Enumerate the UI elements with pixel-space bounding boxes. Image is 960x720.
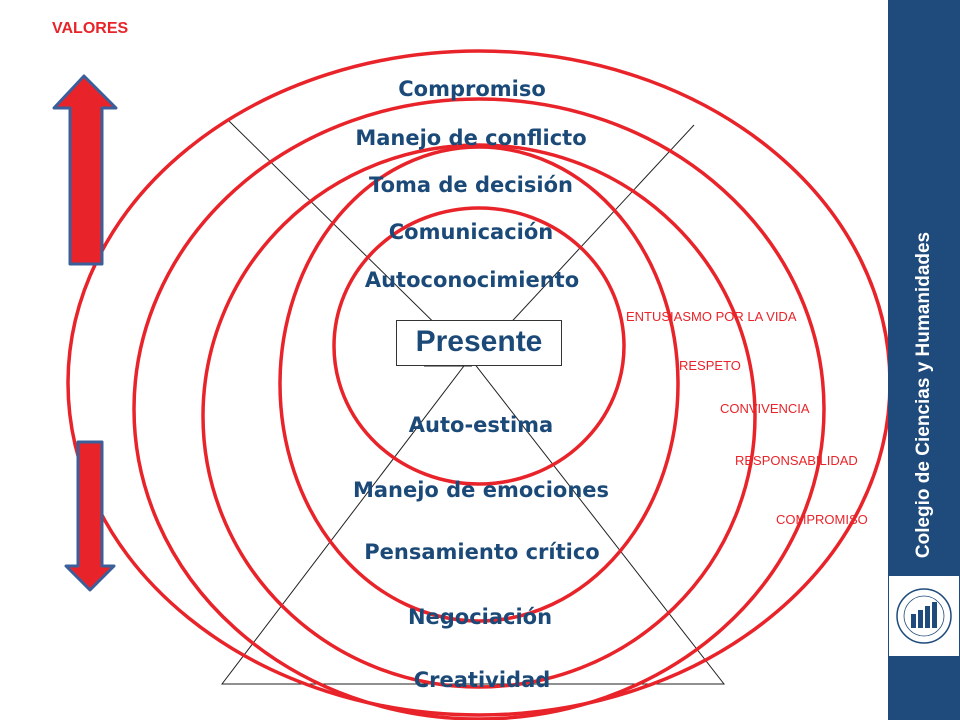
circle-ring-3	[201, 143, 757, 689]
circle-ring-2	[278, 145, 680, 623]
diagonal-line-right	[477, 124, 695, 359]
skill-label-manejo-conflicto: Manejo de conflicto	[355, 126, 587, 150]
skill-label-compromiso: Compromiso	[398, 77, 546, 101]
cch-logo-icon	[896, 588, 952, 644]
skill-label-negociacion: Negociación	[407, 605, 553, 629]
down-arrow-icon	[64, 440, 116, 592]
skill-label-pensamiento-critico: Pensamiento crítico	[364, 540, 600, 564]
skill-label-autoconocimiento: Autoconocimiento	[364, 268, 580, 292]
skill-label-toma-decision: Toma de decisión	[369, 173, 573, 197]
value-label-responsabilidad: RESPONSABILIDAD	[735, 453, 858, 468]
triangle	[220, 357, 726, 685]
diagonal-line-left	[227, 119, 471, 359]
skill-label-comunicacion: Comunicación	[388, 220, 554, 244]
circle-ring-1	[332, 206, 626, 486]
value-label-compromiso: COMPROMISO	[776, 512, 868, 527]
logo-box	[889, 576, 959, 656]
skill-label-manejo-emociones: Manejo de emociones	[352, 478, 610, 502]
presente-box	[396, 320, 562, 366]
value-label-convivencia: CONVIVENCIA	[720, 401, 810, 416]
presente-label: Presente	[415, 325, 543, 358]
circle-ring-4	[132, 97, 826, 720]
skill-label-auto-estima: Auto-estima	[408, 413, 554, 437]
valores-label: VALORES	[52, 20, 129, 37]
value-label-respeto: RESPETO	[679, 358, 741, 373]
value-label-entusiasmo: ENTUSIASMO POR LA VIDA	[626, 309, 797, 324]
up-arrow-icon	[52, 74, 118, 266]
skill-label-creatividad: Creatividad	[413, 668, 551, 692]
sidebar-title: Colegio de Ciencias y Humanidades	[913, 231, 934, 559]
